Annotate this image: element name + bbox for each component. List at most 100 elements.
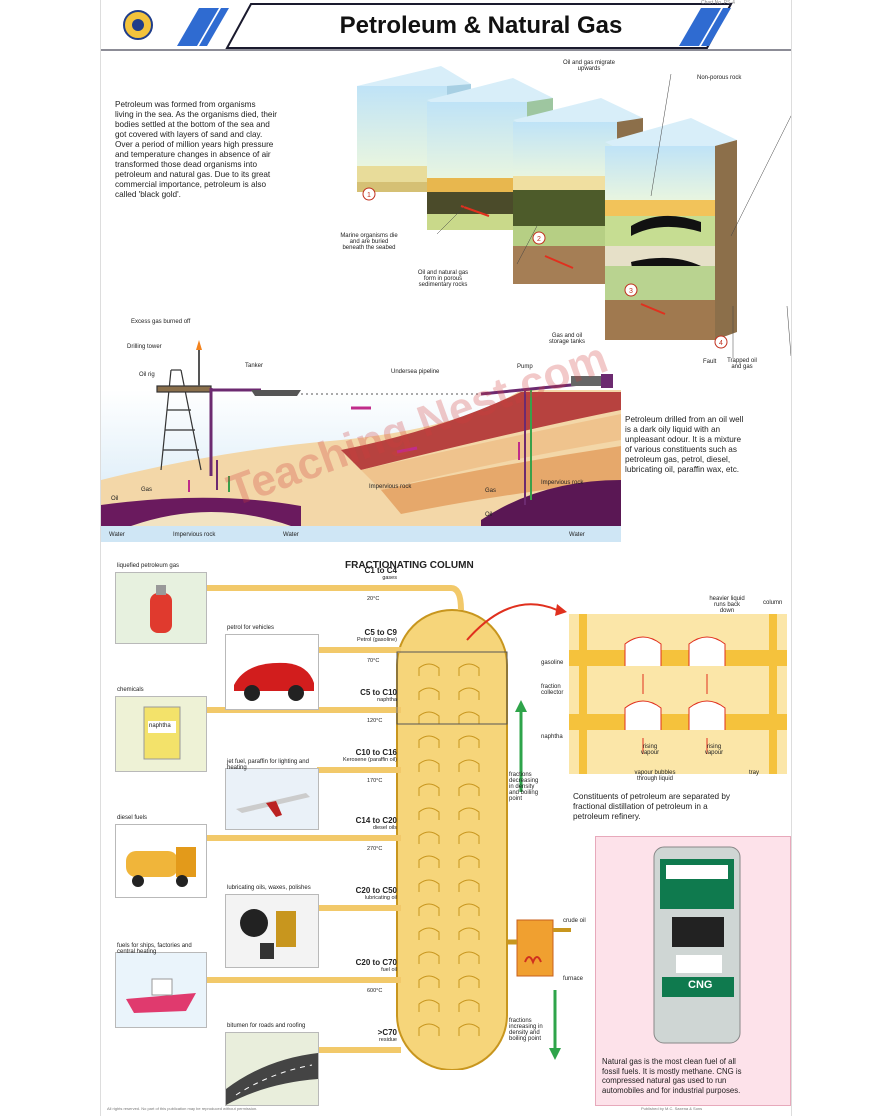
cng-caption-line: automobiles and for industrial purposes. bbox=[602, 1085, 741, 1095]
product-lpg-box bbox=[115, 572, 207, 644]
fraction-carbon: C20 to C70 bbox=[355, 958, 397, 967]
product-ship-fuel-box bbox=[115, 952, 207, 1028]
bubble-cap bbox=[458, 783, 480, 796]
intro-line: Over a period of million years high pres… bbox=[115, 140, 274, 149]
caption-line: Constituents of petroleum are separated … bbox=[573, 792, 731, 801]
product-diesel-box bbox=[115, 824, 207, 898]
label-crude-oil: crude oil bbox=[563, 918, 586, 924]
fraction-pipe bbox=[450, 585, 464, 611]
fraction-name: Kerosene (paraffin oil) bbox=[342, 757, 397, 763]
caption-line: fractional distillation of petroleum in … bbox=[573, 802, 708, 811]
product-bitumen-box bbox=[225, 1032, 319, 1106]
step-marker: 3 bbox=[624, 283, 638, 297]
fraction-carbon: C5 to C9 bbox=[364, 628, 397, 637]
bubble-cap bbox=[458, 663, 480, 676]
bubble-cap bbox=[418, 783, 440, 796]
product-jet-fuel-box bbox=[225, 768, 319, 830]
fractions-increasing-line: increasing in bbox=[509, 1024, 543, 1030]
bubble-cap bbox=[458, 759, 480, 772]
bubble-cap bbox=[418, 1023, 440, 1036]
bubble-cap bbox=[458, 831, 480, 844]
label-furnace: furnace bbox=[563, 976, 584, 982]
fraction-name: lubricating oil bbox=[364, 895, 397, 901]
description-line: is a dark oily liquid with an bbox=[625, 425, 721, 434]
label-oil-rig: Oil rig bbox=[139, 372, 155, 378]
bubble-cap bbox=[418, 735, 440, 748]
cng-caption: Natural gas is the most clean fuel of al… bbox=[602, 1057, 784, 1095]
intro-line: and temperature changes in absence of ai… bbox=[115, 150, 271, 159]
fractions-decreasing-line: and boiling bbox=[509, 790, 539, 796]
cng-label: CNG bbox=[688, 979, 713, 991]
cng-caption-line: compressed natural gas used to run bbox=[602, 1076, 727, 1085]
column-title: FRACTIONATING COLUMN bbox=[345, 560, 474, 571]
step-marker: 4 bbox=[714, 335, 728, 349]
bubble-cap bbox=[458, 879, 480, 892]
fractions-decreasing-line: in density bbox=[509, 784, 535, 790]
label-tanker: Tanker bbox=[245, 363, 264, 369]
fraction-product-label: diesel fuels bbox=[117, 815, 148, 821]
bubble-cap bbox=[458, 711, 480, 724]
bubble-cap bbox=[458, 951, 480, 964]
naphtha-can-label: naphtha bbox=[149, 723, 171, 729]
fraction-carbon: C14 to C20 bbox=[355, 816, 397, 825]
fraction-product-label: petrol for vehicles bbox=[227, 625, 275, 631]
label-impervious-right: Impervious rock bbox=[541, 480, 584, 486]
step-number: 4 bbox=[719, 340, 723, 347]
label-water-left: Water bbox=[109, 532, 125, 538]
bubble-cap bbox=[458, 903, 480, 916]
step-marker: 1 bbox=[362, 187, 376, 201]
fractions-increasing-line: density and bbox=[509, 1030, 540, 1036]
fraction-temperature: 600°C bbox=[367, 988, 383, 994]
fraction-product-label: liquefied petroleum gas bbox=[117, 563, 180, 569]
product-lubricating-box bbox=[225, 894, 319, 968]
fraction-carbon: C5 to C10 bbox=[360, 688, 397, 697]
intro-line: commercial importance, petroleum is also bbox=[115, 180, 267, 189]
fraction-name: gases bbox=[382, 575, 397, 581]
bubble-cap bbox=[418, 711, 440, 724]
detail-tray-label: tray bbox=[749, 770, 760, 776]
step-number: 2 bbox=[537, 236, 541, 243]
chart-code: Chart No. PS-4 bbox=[701, 0, 735, 6]
caption-line: petroleum refinery. bbox=[573, 812, 641, 821]
fraction-product-label: bitumen for roads and roofing bbox=[227, 1023, 306, 1029]
bubble-cap bbox=[458, 807, 480, 820]
bubble-cap bbox=[458, 927, 480, 940]
label-undersea-pipeline: Undersea pipeline bbox=[391, 369, 440, 375]
label-fault: Fault bbox=[703, 359, 717, 365]
label-pump: Pump bbox=[517, 364, 533, 370]
fraction-carbon: C10 to C16 bbox=[355, 748, 397, 757]
bubble-cap bbox=[458, 999, 480, 1012]
intro-line: petroleum and natural gas. Due to its gr… bbox=[115, 170, 271, 179]
fraction-temperature: 270°C bbox=[367, 846, 383, 852]
label-impervious-bottom: Impervious rock bbox=[173, 532, 216, 538]
detail-column-label: column bbox=[763, 600, 783, 606]
step-number: 3 bbox=[629, 288, 633, 295]
bubble-cap bbox=[418, 951, 440, 964]
bubble-cap bbox=[418, 879, 440, 892]
label-excess-gas: Excess gas burned off bbox=[131, 319, 191, 325]
description-line: petroleum gas, petrol, diesel, bbox=[625, 455, 731, 464]
fraction-name: diesel oils bbox=[372, 825, 397, 831]
bubble-cap bbox=[418, 687, 440, 700]
cng-panel: CNG Natural gas is the most clean fuel o… bbox=[595, 836, 791, 1106]
bubble-cap bbox=[458, 735, 480, 748]
label-drilling-tower: Drilling tower bbox=[127, 344, 162, 350]
label-water-right: Water bbox=[569, 532, 585, 538]
label-oil-right: Oil bbox=[485, 512, 493, 518]
fractions-increasing-line: boiling point bbox=[509, 1036, 542, 1042]
